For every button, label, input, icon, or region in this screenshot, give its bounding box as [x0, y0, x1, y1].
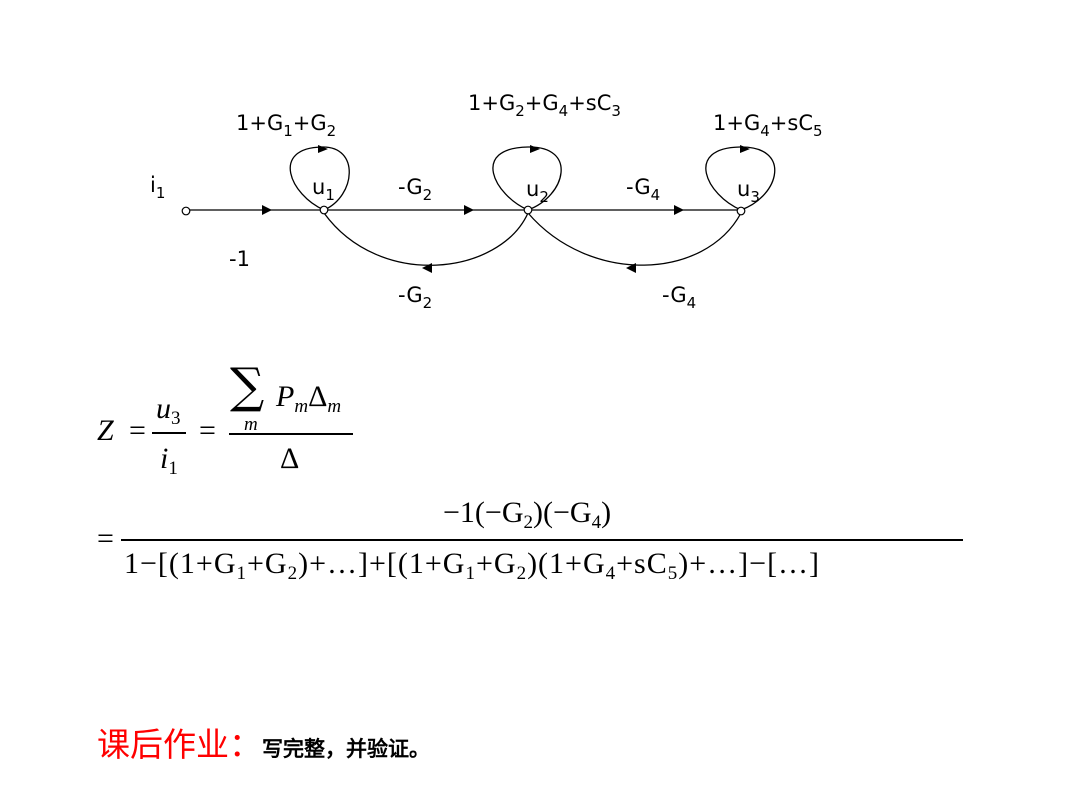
self-loop-gain-u1: 1+G1+G2	[236, 111, 336, 140]
gain-u1-u2: -G2	[398, 175, 432, 204]
homework-body: 写完整，并验证。	[262, 737, 430, 761]
ratio-denominator: i1	[160, 442, 178, 479]
self-loop-gain-u2: 1+G2+G4+sC3	[468, 91, 621, 120]
homework-line: 课后作业：写完整，并验证。	[97, 718, 430, 766]
gain-u3-u2: -G4	[662, 283, 696, 312]
sum-term: PmΔm	[276, 380, 342, 417]
main-fraction-line-1	[229, 433, 353, 435]
self-loop-gain-u3: 1+G4+sC5	[713, 111, 823, 140]
signal-flow-graph: i1 u1 u2 u3 -1 -G2 -G4 -G2 -G4 1+G1+G2 1…	[150, 91, 823, 312]
branch-u2-u1-return	[323, 212, 529, 266]
branch-u3-u2-return	[527, 212, 742, 266]
node-u2	[523, 205, 533, 215]
gain-u2-u3: -G4	[626, 175, 660, 204]
homework-title: 课后作业：	[97, 725, 262, 764]
branch-u1-u2-arrow	[464, 205, 474, 215]
label-u3: u3	[737, 177, 760, 206]
formula-z: Z	[97, 414, 114, 447]
main-fraction-line-2	[121, 539, 963, 541]
node-u3	[736, 206, 746, 216]
ratio-fraction-line	[152, 432, 186, 434]
denominator-delta: Δ	[280, 442, 300, 475]
self-loop-u1-arrow	[318, 145, 328, 153]
label-u2: u2	[526, 177, 549, 206]
branch-u2-u3-arrow	[674, 205, 684, 215]
node-input	[181, 206, 191, 216]
node-u1	[319, 205, 329, 215]
ratio-numerator: u3	[156, 392, 181, 429]
expanded-denominator: 1−[(1+G1+G2)+…]+[(1+G1+G2)(1+G4+sC5)+…]−…	[124, 547, 821, 584]
gain-u2-u1: -G2	[398, 283, 432, 312]
formula-eq-1: =	[129, 414, 146, 447]
branch-input-u1-arrow	[262, 205, 272, 215]
label-input: i1	[150, 173, 165, 202]
self-loop-u3-arrow	[740, 145, 750, 153]
formula-eq-3: =	[97, 522, 114, 555]
label-u1: u1	[312, 175, 335, 204]
self-loop-u2	[492, 146, 562, 211]
sum-index: m	[244, 414, 258, 435]
expanded-numerator: −1(−G2)(−G4)	[443, 496, 612, 533]
gain-input: -1	[229, 247, 250, 271]
sum-symbol: ∑	[230, 358, 265, 414]
branch-u3-u2-arrow	[626, 263, 636, 273]
formula-eq-2: =	[199, 414, 216, 447]
self-loop-u2-arrow	[530, 145, 540, 153]
branch-u2-u1-arrow	[422, 263, 432, 273]
